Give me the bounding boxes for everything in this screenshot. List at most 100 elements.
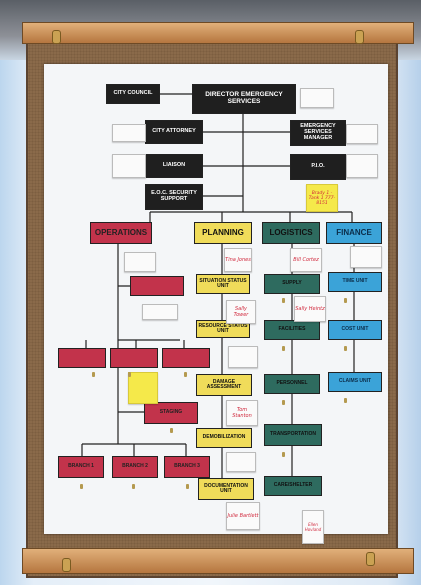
name-card xyxy=(350,246,382,268)
planning-note-text: Tina Jones xyxy=(225,257,251,263)
hook xyxy=(80,484,83,489)
transportation-label: TRANSPORTATION xyxy=(270,431,316,438)
planning-header: PLANNING xyxy=(194,222,252,244)
bottom-wood-rail xyxy=(22,548,414,574)
damage-assessment-label: DAMAGE ASSESSMENT xyxy=(206,378,242,390)
finance-header: FINANCE xyxy=(326,222,382,244)
operations-unit-box xyxy=(130,276,184,296)
care-shelter-unit: CARE/SHELTER xyxy=(264,476,322,496)
branch-1-box: BRANCH 1 xyxy=(58,456,104,478)
director-label: DIRECTOR EMERGENCY SERVICES xyxy=(205,91,283,105)
cost-unit: COST UNIT xyxy=(328,320,382,340)
es-manager-label: EMERGENCY SERVICES MANAGER xyxy=(300,123,336,141)
hook xyxy=(132,484,135,489)
hook xyxy=(128,372,131,377)
name-card xyxy=(112,154,146,178)
branch-2-box: BRANCH 2 xyxy=(112,456,158,478)
hook xyxy=(344,346,347,351)
hook xyxy=(186,484,189,489)
supply-note-text: Bill Cortez xyxy=(293,257,319,263)
hook xyxy=(282,400,285,405)
rail-peg xyxy=(366,552,375,566)
operations-unit-box xyxy=(162,348,210,368)
city-council-label: CITY COUNCIL xyxy=(113,90,153,97)
transportation-unit: TRANSPORTATION xyxy=(264,424,322,446)
name-card xyxy=(124,252,156,272)
hook xyxy=(282,346,285,351)
eoc-security-box: E.O.C. SECURITY SUPPORT xyxy=(145,184,203,210)
pio-label: P.I.O. xyxy=(311,163,325,170)
demobilization-label: DEMOBILIZATION xyxy=(202,434,246,441)
handwritten-card-bottom: Ellen Hovland xyxy=(302,510,324,544)
supply-unit: SUPPLY xyxy=(264,274,320,294)
planning-label: PLANNING xyxy=(202,227,244,237)
handwritten-card-demob: Tom Stanton xyxy=(226,400,258,426)
damage-assessment-unit: DAMAGE ASSESSMENT xyxy=(196,374,252,396)
rail-peg xyxy=(355,30,364,44)
personnel-unit: PERSONNEL xyxy=(264,374,320,394)
facilities-label: FACILITIES xyxy=(278,326,306,333)
resource-note-text: Sally Tower xyxy=(233,306,249,318)
resource-status-unit: RESOURCE STATUS UNIT xyxy=(196,320,250,338)
operations-header: OPERATIONS xyxy=(90,222,152,244)
time-unit: TIME UNIT xyxy=(328,272,382,292)
name-card xyxy=(300,88,334,108)
demobilization-unit: DEMOBILIZATION xyxy=(196,428,252,448)
es-manager-box: EMERGENCY SERVICES MANAGER xyxy=(290,120,346,146)
operations-label: OPERATIONS xyxy=(94,227,148,237)
sticky-note-text: Brady 1 - Tank 1 777-8151 xyxy=(308,190,336,206)
facilities-unit: FACILITIES xyxy=(264,320,320,340)
handwritten-card-facilities: Sally Heintz xyxy=(294,296,326,322)
time-unit-label: TIME UNIT xyxy=(342,278,368,285)
facilities-note-text: Sally Heintz xyxy=(295,306,325,312)
city-attorney-label: CITY ATTORNEY xyxy=(152,128,196,135)
branch-1-label: BRANCH 1 xyxy=(68,463,94,470)
name-card xyxy=(112,124,146,142)
logistics-label: LOGISTICS xyxy=(269,227,313,237)
documentation-label: DOCUMENTATION UNIT xyxy=(204,482,248,494)
eoc-security-label: E.O.C. SECURITY SUPPORT xyxy=(151,190,197,202)
staging-label: STAGING xyxy=(159,409,183,416)
care-shelter-label: CARE/SHELTER xyxy=(273,482,313,489)
doc-note-text: Julie Bartlett xyxy=(227,513,259,519)
pio-box: P.I.O. xyxy=(290,154,346,180)
situation-status-unit: SITUATION STATUS UNIT xyxy=(196,274,250,294)
bottom-note-text: Ellen Hovland xyxy=(304,522,322,532)
hook xyxy=(282,452,285,457)
name-card xyxy=(142,304,178,320)
demob-note-text: Tom Stanton xyxy=(232,407,252,419)
claims-unit-label: CLAIMS UNIT xyxy=(338,378,372,385)
personnel-label: PERSONNEL xyxy=(276,380,308,387)
handwritten-card-documentation: Julie Bartlett xyxy=(226,502,260,530)
hook xyxy=(344,398,347,403)
rail-peg xyxy=(62,558,71,572)
name-card xyxy=(346,154,378,178)
name-card xyxy=(228,346,258,368)
situation-status-label: SITUATION STATUS UNIT xyxy=(199,277,247,289)
hook xyxy=(170,428,173,433)
top-wood-rail xyxy=(22,22,414,44)
finance-label: FINANCE xyxy=(336,227,372,237)
documentation-unit: DOCUMENTATION UNIT xyxy=(198,478,254,500)
claims-unit: CLAIMS UNIT xyxy=(328,372,382,392)
sticky-note: Brady 1 - Tank 1 777-8151 xyxy=(306,184,338,212)
supply-label: SUPPLY xyxy=(282,280,302,287)
cost-unit-label: COST UNIT xyxy=(341,326,369,333)
liaison-label: LIAISON xyxy=(162,162,186,169)
hook xyxy=(344,298,347,303)
branch-3-label: BRANCH 3 xyxy=(174,463,200,470)
hook xyxy=(92,372,95,377)
hook xyxy=(282,298,285,303)
operations-unit-box xyxy=(110,348,158,368)
logistics-header: LOGISTICS xyxy=(262,222,320,244)
handwritten-card-resource: Sally Tower xyxy=(226,300,256,324)
sticky-note-yellow xyxy=(128,372,158,404)
rail-peg xyxy=(52,30,61,44)
hook xyxy=(184,372,187,377)
staging-box: STAGING xyxy=(144,402,198,424)
resource-status-label: RESOURCE STATUS UNIT xyxy=(198,322,248,334)
branch-2-label: BRANCH 2 xyxy=(122,463,148,470)
handwritten-card-supply: Bill Cortez xyxy=(290,248,322,272)
city-council-box: CITY COUNCIL xyxy=(106,84,160,104)
operations-unit-box xyxy=(58,348,106,368)
